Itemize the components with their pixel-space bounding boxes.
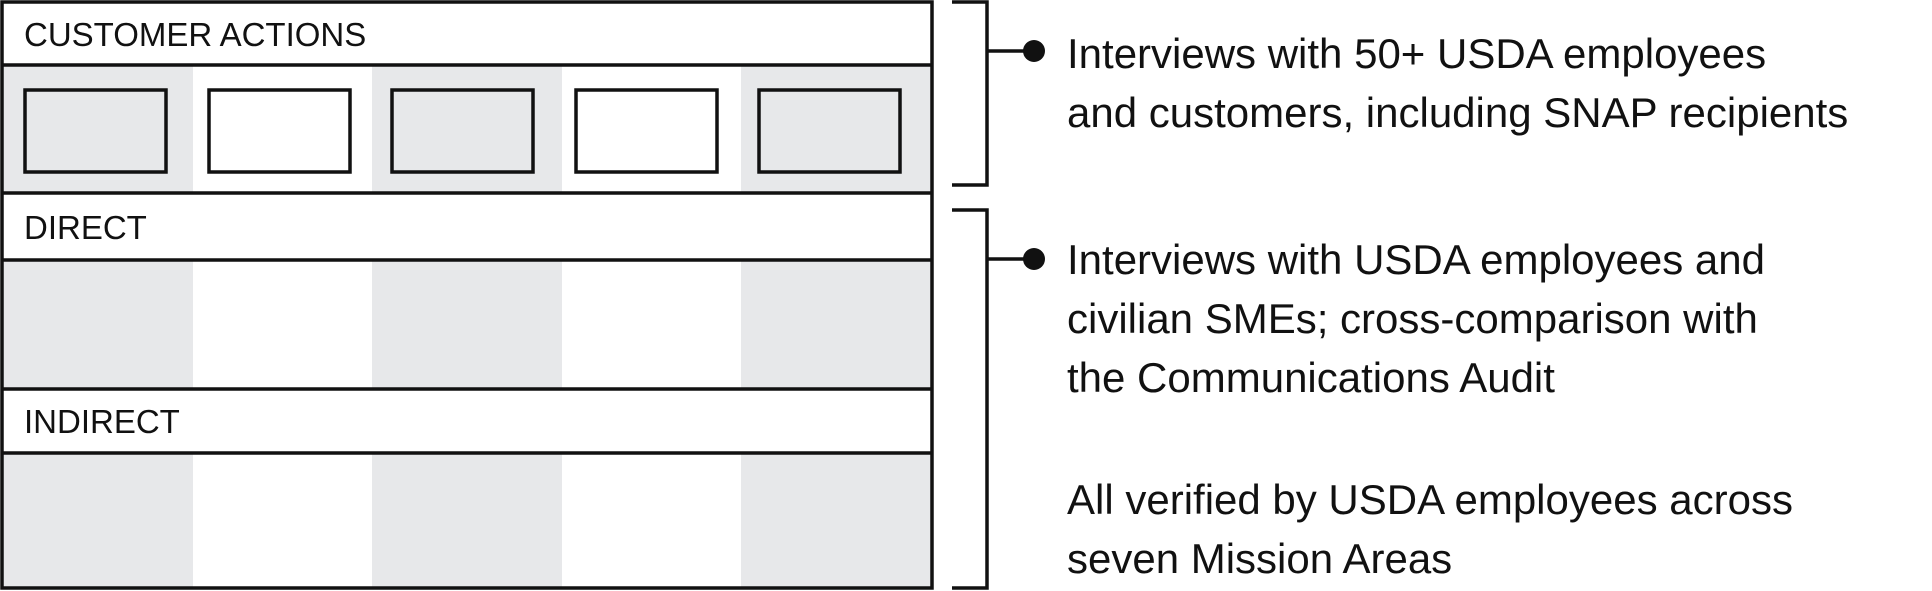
customer-action-boxes — [23, 88, 902, 174]
bullet-dot-bottom — [1023, 248, 1045, 270]
brackets — [952, 0, 1034, 590]
note-verification: All verified by USDA employees across se… — [1067, 470, 1793, 588]
customer-action-box — [390, 88, 535, 174]
stripe-direct-col-1 — [3, 261, 193, 388]
stripe-direct-col-5 — [741, 261, 931, 388]
note-line: the Communications Audit — [1067, 354, 1555, 401]
note-line: civilian SMEs; cross-comparison with — [1067, 295, 1758, 342]
note-employee-interviews: Interviews with USDA employees and civil… — [1067, 230, 1765, 407]
row-label-customer-actions: CUSTOMER ACTIONS — [24, 16, 366, 53]
row-label-direct: DIRECT — [24, 209, 147, 246]
customer-action-box — [757, 88, 902, 174]
grid-lines — [0, 0, 934, 590]
outer-frame — [0, 0, 934, 590]
note-line: Interviews with 50+ USDA employees — [1067, 30, 1767, 77]
bracket-direct-indirect — [952, 208, 989, 590]
bracket-customer-actions — [952, 0, 989, 187]
customer-action-box — [23, 88, 168, 174]
row-label-indirect: INDIRECT — [24, 403, 180, 440]
stripe-indirect-col-5 — [741, 454, 931, 588]
note-line: and customers, including SNAP recipients — [1067, 89, 1849, 136]
bullet-dot-top — [1023, 40, 1045, 62]
note-customer-research: Interviews with 50+ USDA employees and c… — [1067, 24, 1848, 142]
note-line: Interviews with USDA employees and — [1067, 236, 1765, 283]
stripe-indirect-col-3 — [372, 454, 562, 588]
note-line: seven Mission Areas — [1067, 535, 1453, 582]
stripe-indirect-col-1 — [3, 454, 193, 588]
customer-action-box — [574, 88, 719, 174]
stripe-direct-col-3 — [372, 261, 562, 388]
column-stripes — [3, 66, 931, 588]
customer-action-box — [207, 88, 352, 174]
note-line: All verified by USDA employees across — [1067, 476, 1793, 523]
